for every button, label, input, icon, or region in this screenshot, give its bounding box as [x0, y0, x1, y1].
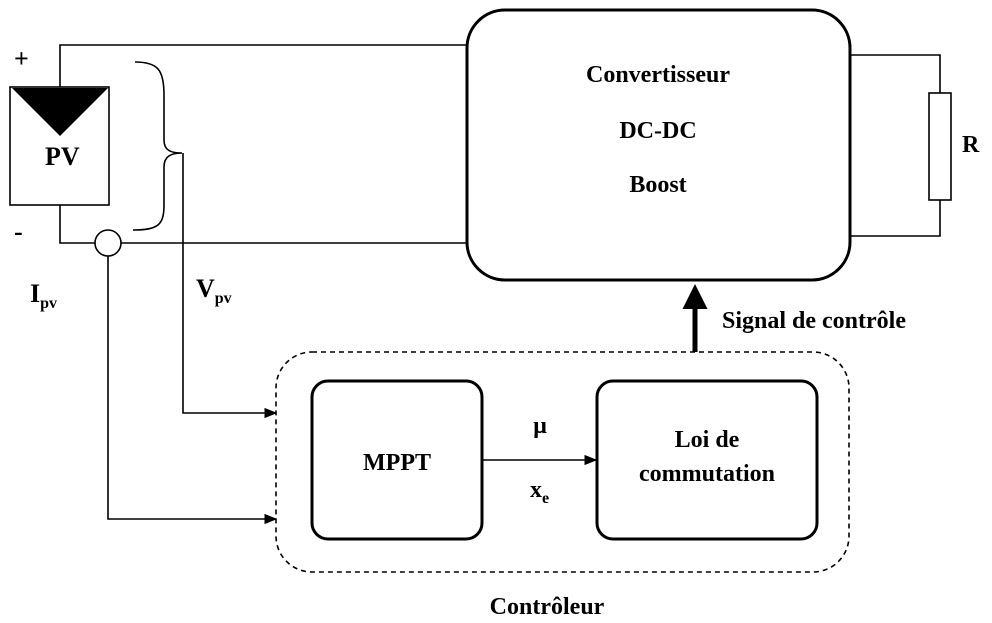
current-sensor — [94, 229, 122, 257]
controller-block — [275, 351, 850, 573]
mu-label: µ — [533, 413, 547, 439]
mppt-label: MPPT — [363, 450, 431, 476]
load-wire-bottom — [850, 200, 941, 237]
switching-law-block — [595, 379, 819, 541]
converter-block — [465, 8, 852, 282]
pv-diode-triangle — [12, 88, 108, 136]
converter-line2: DC-DC — [619, 118, 696, 144]
pv-panel: PV — [9, 86, 110, 206]
resistor-label: R — [962, 132, 980, 158]
controller-label: Contrôleur — [490, 594, 605, 620]
switching-law-line1: Loi de — [675, 427, 740, 453]
ipv-label: Ipv — [30, 279, 57, 312]
pv-minus-terminal: - — [14, 217, 23, 246]
xe-label: xe — [530, 477, 549, 507]
vpv-sense-wire — [182, 153, 278, 419]
ipv-sense-wire — [107, 256, 278, 525]
positive-wire — [59, 44, 470, 87]
load-wire-top — [850, 54, 941, 93]
pv-plus-terminal: + — [14, 44, 29, 73]
pv-label: PV — [45, 142, 80, 171]
negative-wire-left — [59, 205, 95, 244]
control-signal-label: Signal de contrôle — [722, 308, 906, 334]
converter-line3: Boost — [629, 172, 686, 198]
vpv-label: Vpv — [196, 274, 232, 307]
voltage-brace — [132, 61, 183, 231]
switching-law-line2: commutation — [639, 461, 775, 487]
resistor — [928, 92, 952, 201]
converter-line1: Convertisseur — [586, 62, 730, 88]
